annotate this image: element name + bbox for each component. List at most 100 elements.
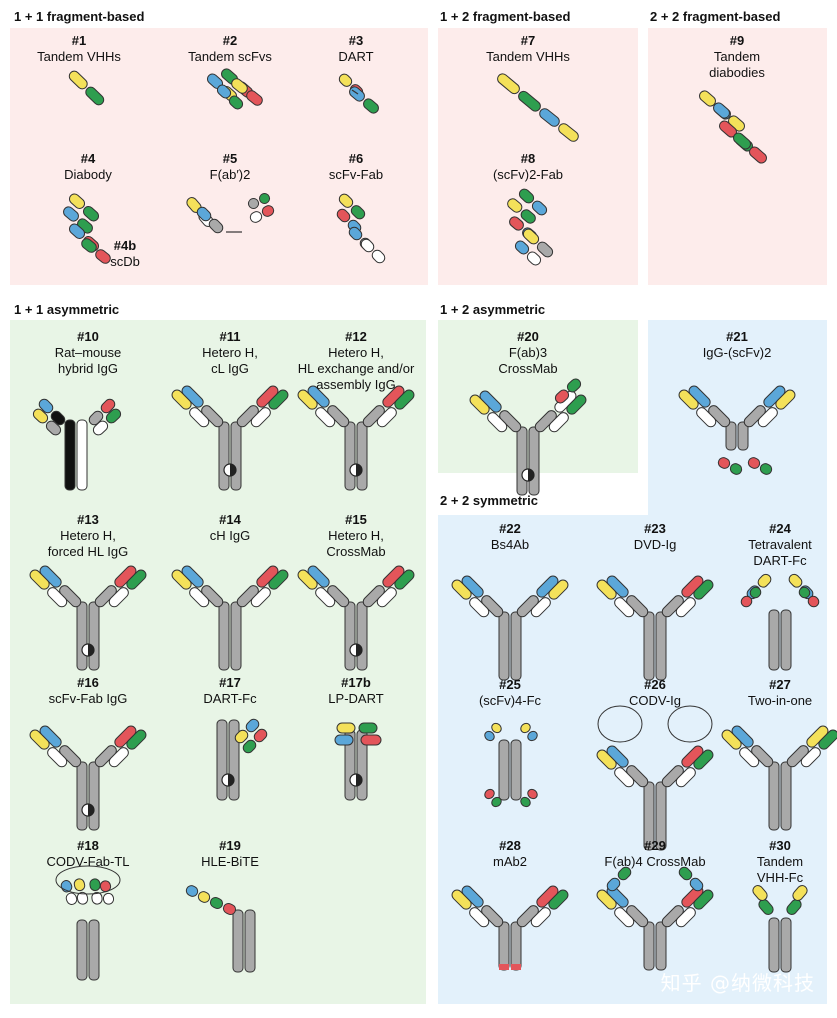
knob-into-hole-half <box>88 804 94 816</box>
format-number: #28 <box>499 838 521 853</box>
white-domain <box>189 587 210 608</box>
heavy-chain <box>510 611 522 681</box>
heavy-chain <box>643 781 655 851</box>
yellow-domain <box>596 749 617 770</box>
format-name-line: Hetero H, <box>328 345 384 360</box>
yellow-domain <box>29 729 50 750</box>
format-name-line: Tandem VHHs <box>37 49 121 64</box>
knob-into-hole-half <box>356 464 362 476</box>
blue-domain <box>245 718 260 733</box>
yellow-domain <box>234 729 249 744</box>
green-domain <box>693 889 714 910</box>
heavy-chain <box>516 426 528 496</box>
format-name-line: diabodies <box>709 65 765 80</box>
format-number: #4 <box>80 151 96 166</box>
green-domain <box>548 889 569 910</box>
knob-into-hole-half <box>528 469 534 481</box>
yellow-domain <box>548 579 569 600</box>
heavy-chain <box>655 611 667 681</box>
section-title-frag11: 1 + 1 fragment-based <box>14 9 145 24</box>
green-domain <box>678 866 693 881</box>
format-name-line: Rat–mouse <box>54 345 122 360</box>
red-domain <box>222 903 237 915</box>
heavy-chain <box>780 761 792 831</box>
format-name-line: F(ab)3 <box>508 345 548 360</box>
format-name-line: (scFv)4-Fc <box>478 693 542 708</box>
fc-mutation-mark <box>499 964 509 970</box>
format-name-line: IgG-(scFv)2 <box>702 345 772 360</box>
heavy-chain <box>356 601 368 671</box>
blue-domain <box>527 730 538 742</box>
yellow-domain <box>32 408 49 424</box>
format-name-line: scDb <box>110 254 140 269</box>
heavy-chain <box>498 739 510 801</box>
format-name-line: CrossMab <box>498 361 558 376</box>
format-number: #23 <box>644 521 666 536</box>
format-number: #19 <box>219 838 241 853</box>
knob-into-hole-half <box>230 464 236 476</box>
red-domain <box>261 205 275 217</box>
heavy-chain <box>88 761 100 831</box>
white-domain <box>360 238 375 253</box>
yellow-domain <box>29 569 50 590</box>
format-number: #8 <box>520 151 536 166</box>
blue-domain <box>38 398 54 414</box>
white-domain <box>315 587 336 608</box>
green-domain <box>268 569 289 590</box>
green-domain <box>520 796 531 808</box>
knob-into-hole-half <box>228 774 234 786</box>
section-title-frag22: 2 + 2 fragment-based <box>650 9 781 24</box>
blue-domain <box>713 102 730 119</box>
yellow-domain <box>338 193 354 208</box>
blue-domain <box>68 223 86 240</box>
yellow-domain <box>497 73 520 95</box>
green-domain <box>518 188 535 204</box>
format-name-line: Tandem <box>756 854 804 869</box>
red-domain <box>740 595 753 608</box>
green-domain <box>693 749 714 770</box>
green-domain <box>85 86 105 106</box>
format-name-line: CrossMab <box>326 544 386 559</box>
format-number: #12 <box>345 329 367 344</box>
format-name-line: Tandem scFvs <box>188 49 272 64</box>
green-domain <box>394 569 415 590</box>
heavy-chain <box>725 421 737 451</box>
green-domain <box>81 238 97 253</box>
yellow-domain <box>451 579 472 600</box>
green-domain <box>733 132 751 150</box>
format-name-line: Diabody <box>64 167 112 182</box>
heavy-chain <box>528 426 540 496</box>
red-domain <box>509 216 524 231</box>
white-domain <box>757 407 778 428</box>
yellow-domain <box>491 722 502 734</box>
section-title-sym22: 2 + 2 symmetric <box>440 493 538 508</box>
heavy-chain <box>76 761 88 831</box>
heavy-chain <box>498 921 510 971</box>
format-name-line: Tandem VHHs <box>486 49 570 64</box>
yellow-domain <box>757 573 772 588</box>
heavy-chain <box>76 919 88 981</box>
blue-domain <box>185 885 199 897</box>
yellow-domain <box>721 729 742 750</box>
white-domain <box>739 747 760 768</box>
format-name-line: DART-Fc <box>203 691 257 706</box>
linker-line <box>351 89 359 95</box>
green-domain <box>749 586 762 599</box>
white-domain <box>47 747 68 768</box>
format-name-line: Hetero H, <box>60 528 116 543</box>
white-domain <box>371 249 386 264</box>
white-domain <box>376 587 397 608</box>
